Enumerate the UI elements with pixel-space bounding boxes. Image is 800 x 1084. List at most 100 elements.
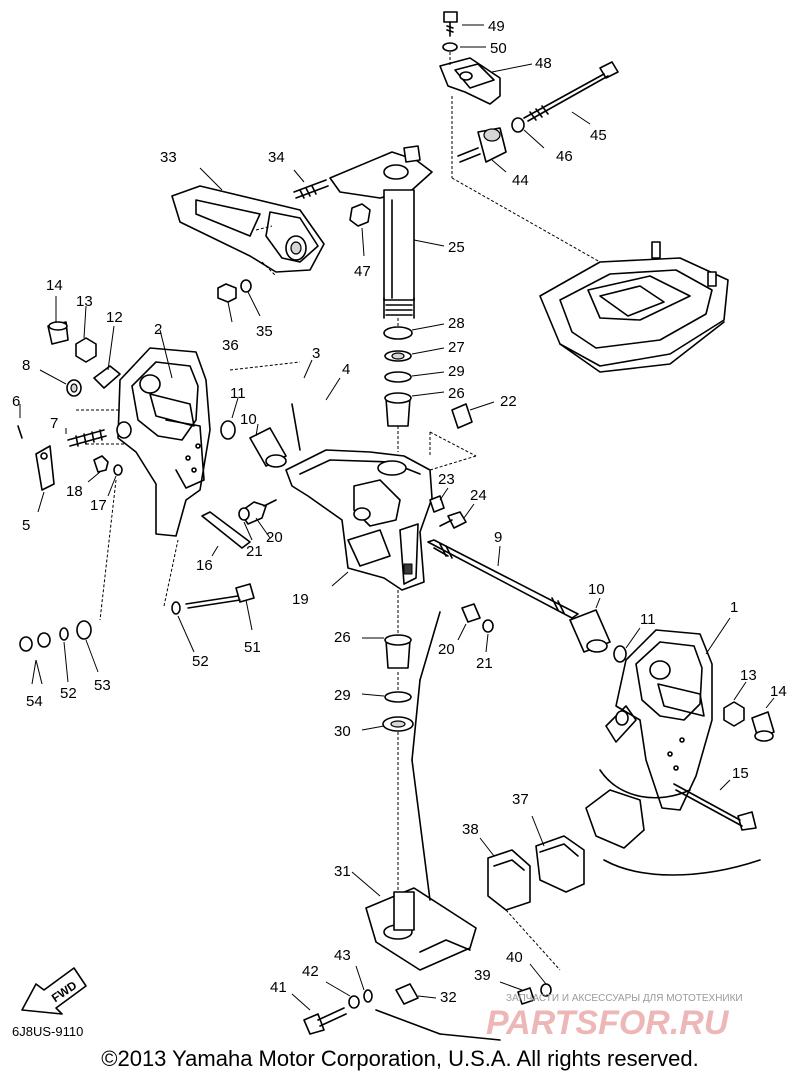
nut-54b — [37, 632, 51, 648]
callout-3: 3 — [312, 345, 320, 362]
callout-48: 48 — [535, 55, 552, 72]
callout-29-top: 29 — [448, 363, 465, 380]
washer-52-mid — [171, 601, 181, 615]
callout-11-right: 11 — [640, 611, 656, 628]
grease-nipple-20-right — [461, 603, 481, 623]
nut-13-left — [75, 337, 97, 363]
callout-39: 39 — [474, 967, 491, 984]
o-ring-29-top — [384, 371, 412, 383]
callout-24: 24 — [470, 487, 487, 504]
callout-20-right: 20 — [438, 641, 455, 658]
callout-22: 22 — [500, 393, 517, 410]
bracket-37 — [535, 789, 645, 893]
washer-52-left — [59, 627, 69, 641]
callout-16: 16 — [196, 557, 213, 574]
washer-35 — [240, 279, 252, 293]
callout-33: 33 — [160, 149, 177, 166]
callout-32: 32 — [440, 989, 457, 1006]
callout-6: 6 — [12, 393, 20, 410]
callout-numbers: 49 50 48 45 46 44 33 34 25 47 36 35 14 1… — [12, 18, 787, 1006]
bolt-49 — [443, 11, 458, 37]
cap-21-right — [482, 619, 494, 633]
stud-34 — [293, 179, 329, 199]
bushing-26-bottom — [384, 634, 412, 669]
callout-51: 51 — [244, 639, 261, 656]
callout-26-top: 26 — [448, 385, 465, 402]
bushing-30 — [382, 716, 414, 732]
callout-27: 27 — [448, 339, 465, 356]
callout-13-right: 13 — [740, 667, 757, 684]
callout-7: 7 — [50, 415, 58, 432]
callout-18: 18 — [66, 483, 83, 500]
callout-29-bottom: 29 — [334, 687, 351, 704]
mount-44 — [457, 127, 507, 163]
callout-15: 15 — [732, 765, 749, 782]
washer-43 — [363, 989, 373, 1003]
callout-43: 43 — [334, 947, 351, 964]
plate-12 — [93, 365, 121, 389]
bolt-24 — [439, 511, 467, 529]
callout-42: 42 — [302, 963, 319, 980]
callout-14-left: 14 — [46, 277, 63, 294]
nipple-23 — [429, 495, 445, 513]
callout-23: 23 — [438, 471, 455, 488]
washer-17 — [113, 464, 123, 476]
bushing-27 — [384, 350, 412, 362]
handle-33 — [171, 185, 325, 273]
callout-19: 19 — [292, 591, 309, 608]
tube-9 — [427, 539, 579, 619]
callout-10-right: 10 — [588, 581, 605, 598]
callout-54: 54 — [26, 693, 43, 710]
nut-36 — [217, 283, 237, 303]
callout-35: 35 — [256, 323, 273, 340]
cap-14-left — [47, 321, 69, 345]
bracket-32 — [395, 983, 419, 1005]
bracket-48 — [439, 57, 501, 105]
leader-lines — [19, 24, 775, 1011]
callout-46: 46 — [556, 148, 573, 165]
callout-10-left: 10 — [240, 411, 257, 428]
callout-41: 41 — [270, 979, 287, 996]
callout-45: 45 — [590, 127, 607, 144]
clamp-bracket-2 — [116, 347, 211, 537]
bolt-15 — [673, 783, 757, 831]
bolt-45 — [523, 61, 619, 122]
callout-1: 1 — [730, 599, 738, 616]
callout-28: 28 — [448, 315, 465, 332]
callout-20-left: 20 — [266, 529, 283, 546]
bolt-51 — [185, 583, 255, 609]
callout-52-mid: 52 — [192, 653, 209, 670]
callout-26-bottom: 26 — [334, 629, 351, 646]
callout-21-right: 21 — [476, 655, 493, 672]
callout-8: 8 — [22, 357, 30, 374]
callout-31: 31 — [334, 863, 351, 880]
bolt-39 — [517, 987, 535, 1005]
callout-34: 34 — [268, 149, 285, 166]
bracket-38 — [487, 849, 531, 911]
washer-8 — [66, 379, 82, 397]
callout-2: 2 — [154, 321, 162, 338]
callout-17: 17 — [90, 497, 107, 514]
assembly-lines — [76, 52, 761, 1041]
washer-46 — [511, 117, 525, 133]
washer-50 — [442, 42, 458, 52]
cap-21-left — [238, 507, 250, 521]
callout-50: 50 — [490, 40, 507, 57]
bushing-28 — [383, 326, 413, 340]
callout-14-right: 14 — [770, 683, 787, 700]
bottom-cowling — [539, 241, 729, 373]
pad-22 — [451, 403, 473, 429]
callout-9: 9 — [494, 529, 502, 546]
callout-47: 47 — [354, 263, 371, 280]
clamp-bracket-1 — [605, 629, 713, 811]
callout-38: 38 — [462, 821, 479, 838]
washer-53 — [76, 620, 92, 640]
callout-4: 4 — [342, 361, 350, 378]
callout-11-left: 11 — [230, 385, 246, 402]
washer-42 — [348, 995, 360, 1009]
nut-47 — [349, 203, 371, 227]
friction-plate-31 — [365, 887, 477, 971]
callout-49: 49 — [488, 18, 505, 35]
callout-21-left: 21 — [246, 543, 263, 560]
